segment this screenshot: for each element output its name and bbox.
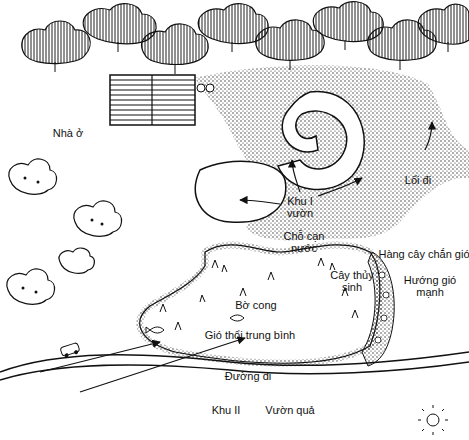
windbreak-hedge: [375, 272, 389, 343]
windbreak-hedge: [379, 272, 385, 278]
shrubs: [35, 291, 38, 294]
road: [60, 342, 80, 356]
pond: [352, 310, 358, 318]
tree-belt: [290, 60, 291, 70]
pond: [140, 245, 380, 363]
shrubs: [7, 159, 122, 304]
tree-belt: [22, 2, 469, 74]
sun-symbol: [418, 420, 421, 421]
sun-symbol: [427, 414, 439, 426]
windbreak-hedge: [381, 315, 387, 321]
house-roof: [110, 75, 195, 125]
pond: [230, 315, 244, 321]
map-label: Hàng cây chắn gió: [378, 248, 469, 260]
pond: [146, 327, 164, 333]
flow-arrows: [80, 338, 245, 392]
garden-bed: [195, 92, 364, 223]
sun-symbol: [445, 420, 448, 421]
shrubs: [74, 201, 122, 236]
sun-symbol: [442, 409, 444, 411]
windbreak-hedge: [375, 337, 381, 343]
sun-symbol: [433, 405, 434, 408]
sun-symbol: [433, 432, 434, 435]
garden-bed: [195, 161, 285, 222]
map-label: Đường đi: [218, 370, 278, 382]
tree-belt: [118, 42, 119, 52]
shrubs: [9, 159, 57, 194]
shrubs: [101, 223, 104, 226]
road: [0, 352, 469, 372]
map-label: Cây thủy sinh: [326, 269, 378, 293]
flow-arrows: [425, 122, 432, 150]
sun-symbol: [422, 409, 424, 411]
flow-arrows: [40, 342, 160, 372]
tree-belt: [418, 4, 469, 44]
sun-symbol: [422, 429, 424, 431]
tree-belt: [175, 64, 176, 74]
footpath-stipple: [195, 65, 469, 240]
flow-arrows: [40, 122, 432, 392]
tree-belt: [345, 40, 346, 50]
map-label: Nhà ở: [38, 127, 98, 139]
flow-arrows: [292, 160, 300, 192]
sun-symbol: [442, 429, 444, 431]
house-roof: [151, 75, 152, 125]
tree-belt: [55, 62, 56, 72]
sun-symbol: [418, 405, 448, 435]
map-label: Hướng gió mạnh: [400, 274, 460, 298]
garden-bed: [278, 92, 364, 190]
shrubs: [59, 248, 94, 273]
windbreak-hedge: [383, 292, 389, 298]
tree-belt: [55, 40, 448, 74]
map-label: Gió thổi trung bình: [195, 329, 305, 341]
flow-arrows: [240, 200, 280, 204]
tree-belt: [400, 60, 401, 70]
map-label: Lối đi: [393, 174, 443, 186]
flow-arrows: [318, 178, 362, 196]
pond: [140, 245, 380, 363]
house-roof: [110, 75, 195, 125]
tree-belt: [142, 24, 208, 65]
shrubs: [7, 269, 55, 304]
shrubs: [22, 287, 25, 290]
map-label: Vườn quả: [260, 404, 320, 416]
shrubs: [91, 219, 94, 222]
pond: [160, 304, 181, 330]
map-label: Bờ cong: [226, 299, 286, 311]
shrubs: [22, 177, 104, 294]
pond: [140, 245, 380, 363]
pond: [212, 260, 227, 272]
pond: [318, 258, 335, 270]
pond: [240, 288, 246, 296]
map-label: Khu I vườn: [282, 195, 318, 219]
shrubs: [7, 159, 122, 304]
road: [74, 350, 79, 355]
map-label: Khu II: [206, 404, 246, 416]
tree-belt: [22, 21, 90, 64]
footpath-stipple: [195, 65, 469, 240]
tree-belt: [232, 42, 233, 52]
shrubs: [24, 177, 27, 180]
pond: [200, 295, 205, 302]
tree-belt: [22, 2, 469, 65]
pond: [146, 258, 358, 333]
map-label: Chỗ cạn nước: [279, 230, 329, 254]
shrubs: [37, 181, 40, 184]
tree-belt: [448, 42, 449, 52]
house-roof: [206, 84, 214, 92]
house-roof: [110, 58, 214, 143]
road: [60, 342, 81, 358]
road: [64, 353, 69, 358]
house-roof: [197, 84, 205, 92]
pond: [268, 272, 274, 280]
